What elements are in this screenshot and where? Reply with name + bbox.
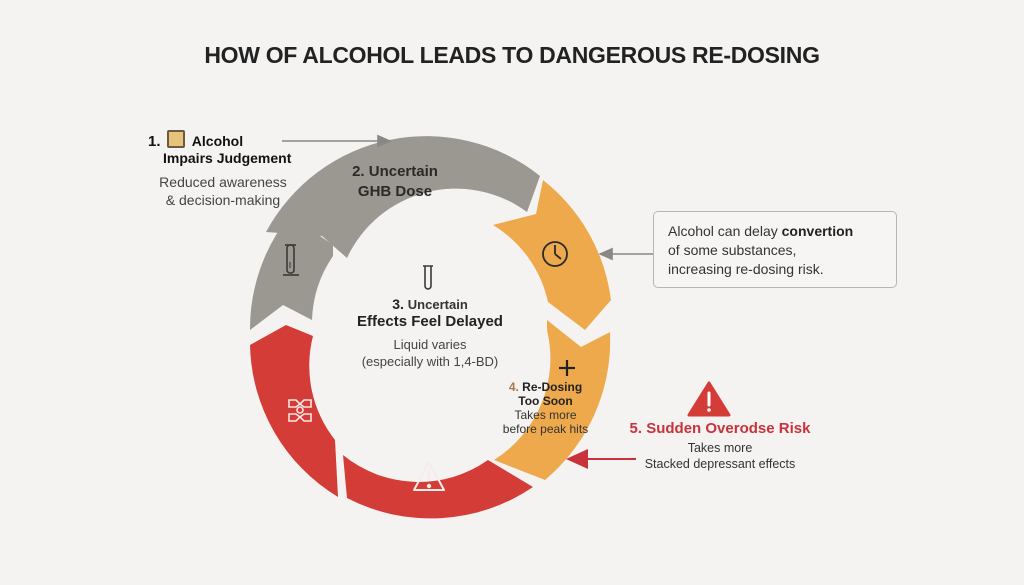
step-4-title-line2: Too Soon	[518, 394, 573, 408]
segment-redosing	[494, 320, 611, 480]
beer-mug-icon	[167, 130, 186, 148]
step-3-center: 3. Uncertain Effects Feel Delayed Liquid…	[330, 296, 530, 370]
step-5-overdose-risk: 5. Sudden Overodse Risk Takes more Stack…	[600, 420, 840, 472]
step-1-title-line2: Impairs Judgement	[163, 150, 292, 166]
segment-uncertain-dose	[266, 136, 540, 258]
step-5-title: 5. Sudden Overodse Risk	[629, 420, 811, 437]
step-1-number: 1.	[148, 133, 161, 150]
segment-overdose-left	[250, 325, 338, 497]
test-tube-stand-icon	[283, 244, 299, 276]
callout-text-bold: convertion	[781, 223, 854, 239]
step-1-desc-line1: Reduced awareness	[159, 174, 287, 190]
callout-line2: of some substances,	[668, 242, 797, 258]
step-3-title: Effects Feel Delayed	[357, 313, 503, 330]
plus-icon	[559, 360, 575, 376]
step-1-title-line1: Alcohol	[191, 133, 244, 149]
warning-icon	[687, 381, 731, 417]
step-4-desc-line1: Takes more	[514, 408, 577, 422]
page-title: HOW OF ALCOHOL LEADS TO DANGEROUS RE-DOS…	[204, 42, 820, 68]
step-3-desc-line1: Liquid varies	[393, 337, 467, 352]
callout-line3: increasing re-dosing risk.	[668, 261, 824, 277]
test-tube-icon	[423, 265, 433, 290]
step-2-line2: GHB Dose	[357, 183, 433, 200]
clock-icon	[542, 241, 568, 267]
warning-triangle-icon	[413, 461, 445, 491]
step-3-number: 3.	[392, 296, 404, 312]
step-4-redosing: 4. Re-Dosing Too Soon Takes more before …	[498, 380, 593, 436]
step-4-number: 4.	[508, 380, 519, 394]
step-1-desc-line2: & decision-making	[165, 192, 281, 208]
step-4-desc-line2: before peak hits	[502, 422, 589, 436]
callout-box: Alcohol can delay convertion of some sub…	[653, 211, 897, 288]
step-1-alcohol: 1. Alcohol Impairs Judgement Reduced awa…	[148, 130, 348, 209]
callout-text-pre: Alcohol can delay	[668, 223, 782, 239]
step-4-title-line1: Re-Dosing	[522, 380, 583, 394]
focus-frame-icon	[288, 399, 312, 422]
step-2-line1: 2. Uncertain	[352, 163, 438, 180]
step-3-desc-line2: (especially with 1,4-BD)	[361, 354, 499, 369]
step-5-desc-line1: Takes more	[687, 441, 753, 455]
step-2-dose: 2. Uncertain GHB Dose	[330, 162, 460, 202]
segment-overdose-bottom	[343, 455, 533, 519]
segment-effects-delayed	[493, 180, 611, 330]
step-3-title-small: Uncertain	[407, 297, 468, 312]
step-5-desc-line2: Stacked depressant effects	[644, 457, 796, 471]
